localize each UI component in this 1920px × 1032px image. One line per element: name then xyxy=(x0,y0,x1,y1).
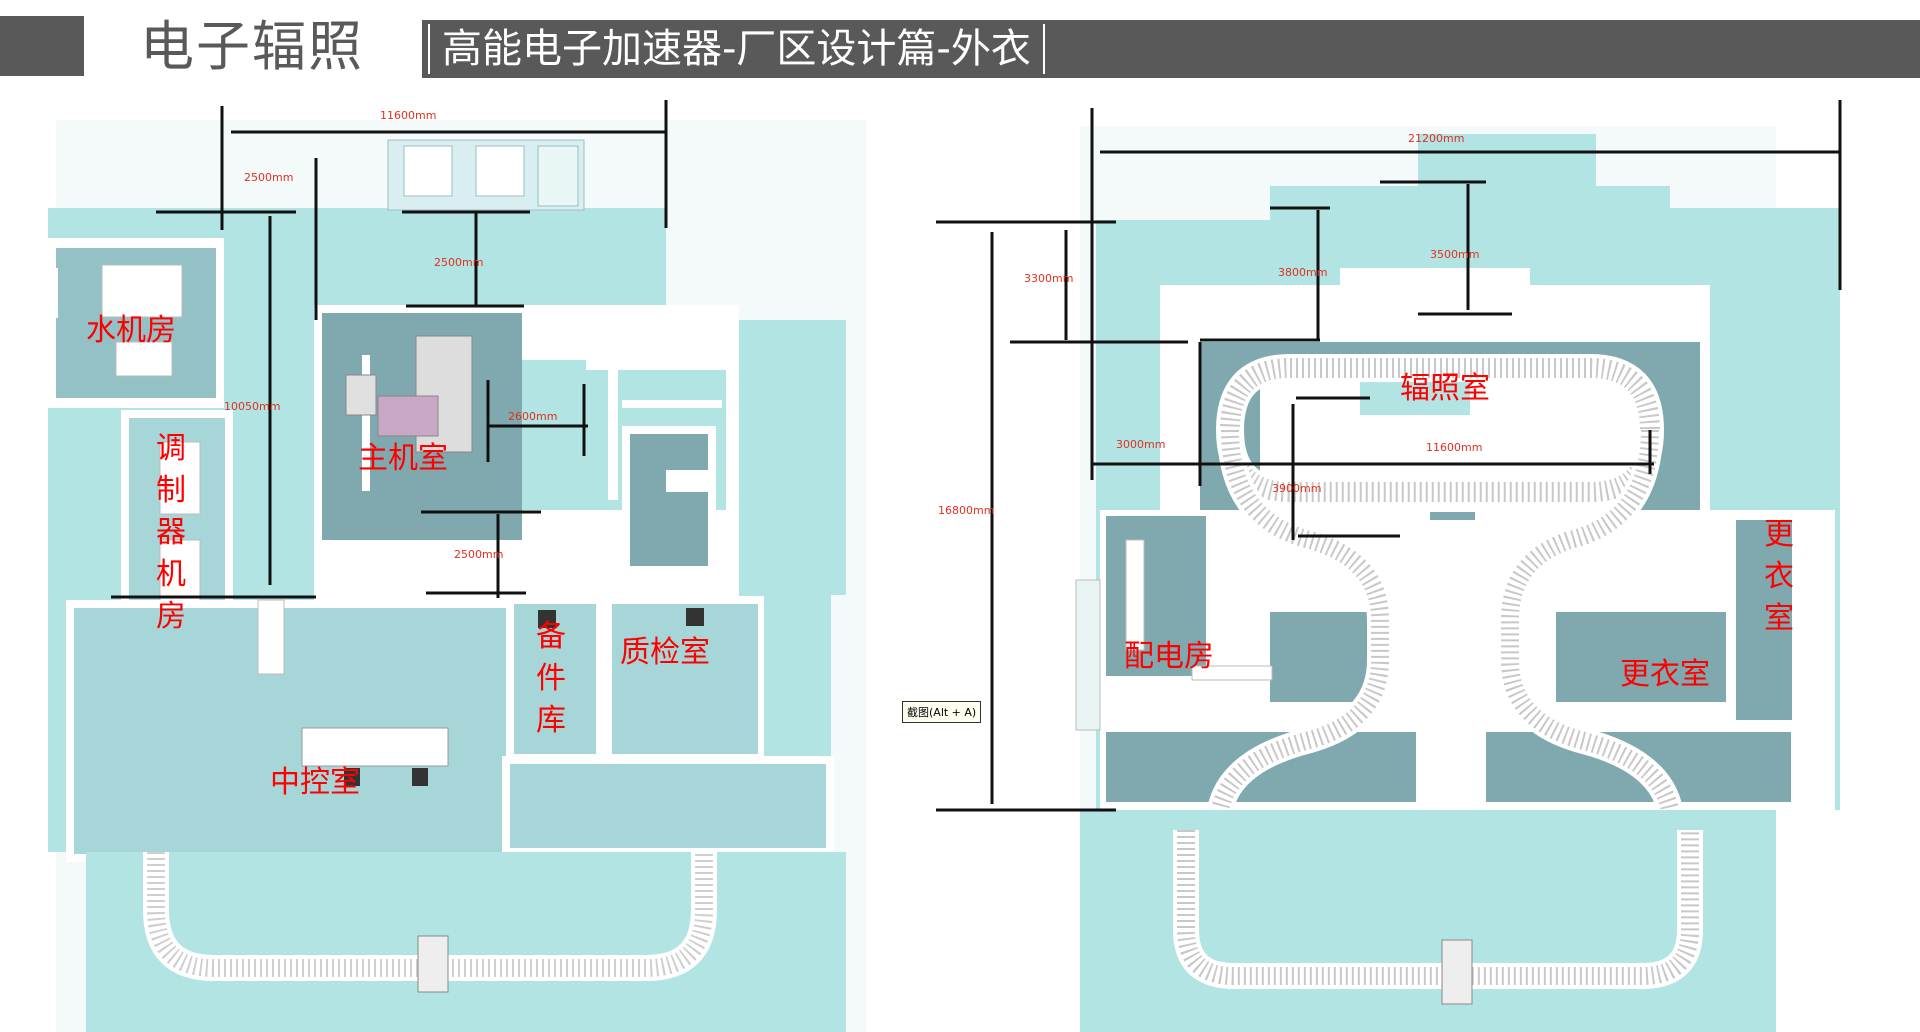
right-dim-3900: 3900mm xyxy=(1272,482,1321,495)
room-label-modulator-3: 器 xyxy=(156,515,186,550)
left-dim-mid-top: 2500mm xyxy=(434,256,483,269)
page-title: 电子辐照 xyxy=(140,15,364,78)
left-dim-top: 11600mm xyxy=(380,109,436,122)
room-label-modulator-1: 调 xyxy=(156,431,186,466)
room-label-power: 配电房 xyxy=(1124,639,1214,674)
right-dim-top: 21200mm xyxy=(1408,132,1464,145)
room-label-changing-v2: 衣 xyxy=(1764,559,1794,594)
right-dim-11600: 11600mm xyxy=(1426,441,1482,454)
right-dim-3500: 3500mm xyxy=(1430,248,1479,261)
screenshot-tooltip: 截图(Alt + A) xyxy=(902,701,982,723)
left-floor-plan: 11600mm 2500mm 2500mm 10050mm 2600mm 250… xyxy=(26,100,866,1032)
room-label-modulator-4: 机 xyxy=(156,557,186,592)
header-accent-block xyxy=(0,16,84,76)
room-label-water-machine: 水机房 xyxy=(86,313,176,348)
left-dim-corridor: 2600mm xyxy=(508,410,557,423)
room-label-main-machine: 主机室 xyxy=(358,441,448,476)
header-bar: 高能电子加速器-厂区设计篇-外衣 xyxy=(422,20,1920,78)
room-label-spare-3: 库 xyxy=(536,703,566,738)
room-label-qc: 质检室 xyxy=(620,635,710,670)
room-label-modulator-5: 房 xyxy=(156,599,186,634)
room-label-changing-v1: 更 xyxy=(1764,517,1794,552)
left-dim-bottom: 2500mm xyxy=(454,548,503,561)
right-floor-plan: 21200mm 3300mm 3800mm 3500mm 3000mm 1160… xyxy=(930,100,1860,1032)
room-label-spare-2: 件 xyxy=(536,661,566,696)
room-label-changing: 更衣室 xyxy=(1620,657,1710,692)
left-dim-vertical: 10050mm xyxy=(224,400,280,413)
left-lower-yard xyxy=(86,852,846,1032)
right-stairs xyxy=(1075,579,1101,731)
right-dim-3800: 3800mm xyxy=(1278,266,1327,279)
right-s-conveyor-left xyxy=(1207,429,1393,814)
room-label-changing-v3: 室 xyxy=(1764,601,1794,636)
right-dim-16800: 16800mm xyxy=(938,504,994,517)
room-label-irradiation: 辐照室 xyxy=(1400,371,1490,406)
room-label-control: 中控室 xyxy=(270,765,360,800)
room-label-spare-1: 备 xyxy=(536,619,566,654)
right-dim-3000: 3000mm xyxy=(1116,438,1165,451)
left-dim-left-top: 2500mm xyxy=(244,171,293,184)
right-dim-3300: 3300mm xyxy=(1024,272,1073,285)
page-subtitle: 高能电子加速器-厂区设计篇-外衣 xyxy=(428,24,1045,74)
right-plan-drawing: 21200mm 3300mm 3800mm 3500mm 3000mm 1160… xyxy=(936,100,1842,1032)
room-label-modulator-2: 制 xyxy=(156,473,186,508)
left-plan-drawing: 11600mm 2500mm 2500mm 10050mm 2600mm 250… xyxy=(46,100,866,1032)
